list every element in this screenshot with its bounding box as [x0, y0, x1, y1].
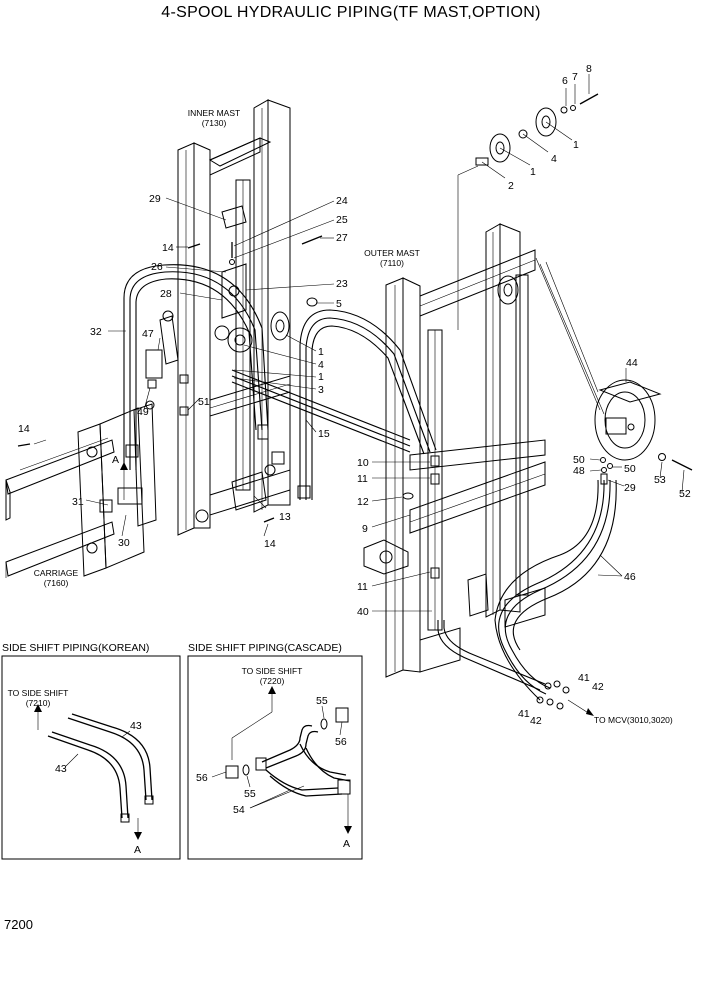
outer-mast-ref: (7110) — [380, 258, 404, 268]
page-number: 7200 — [4, 917, 33, 932]
to-side-shift-label: TO SIDE SHIFT — [8, 688, 69, 698]
part-32: 32 — [90, 326, 102, 338]
part-44: 44 — [626, 357, 638, 369]
part-40: 40 — [357, 606, 369, 618]
section-title-korean: SIDE SHIFT PIPING(KOREAN) — [2, 642, 149, 654]
part-29: 29 — [624, 482, 636, 494]
part-24: 24 — [336, 195, 348, 207]
part-47: 47 — [142, 328, 154, 340]
part-26: 26 — [151, 261, 163, 273]
part-1: 1 — [318, 371, 324, 383]
part-42: 42 — [592, 681, 604, 693]
section-title-cascade: SIDE SHIFT PIPING(CASCADE) — [188, 642, 342, 654]
part-14: 14 — [264, 538, 276, 550]
part-1: 1 — [573, 139, 579, 151]
part-46: 46 — [624, 571, 636, 583]
part-41: 41 — [518, 708, 530, 720]
carriage — [5, 310, 179, 578]
inset-cascade: SIDE SHIFT PIPING(CASCADE) TO SIDE SHIFT… — [187, 642, 363, 860]
part-30: 30 — [118, 537, 130, 549]
part-numbers: 8 6 7 1 4 1 2 29 24 25 27 14 26 23 28 5 … — [18, 63, 691, 727]
svg-text:A: A — [134, 844, 141, 856]
part-53: 53 — [654, 474, 666, 486]
diagram-title: 4-SPOOL HYDRAULIC PIPING(TF MAST,OPTION) — [161, 4, 540, 21]
part-50: 50 — [573, 454, 585, 466]
part-11: 11 — [357, 473, 368, 485]
part-9: 9 — [362, 523, 368, 535]
part-56: 56 — [335, 736, 347, 748]
part-55: 55 — [316, 695, 328, 707]
inner-mast-ref: (7130) — [202, 118, 227, 128]
part-15: 15 — [318, 428, 330, 440]
carriage-ref: (7160) — [44, 578, 69, 588]
part-29: 29 — [149, 193, 161, 205]
part-7: 7 — [572, 71, 578, 83]
part-50: 50 — [624, 463, 636, 475]
to-side-shift-label: TO SIDE SHIFT — [242, 666, 303, 676]
part-4: 4 — [318, 359, 324, 371]
part-23: 23 — [336, 278, 348, 290]
part-8: 8 — [586, 63, 592, 75]
view-a-marker: A — [112, 454, 128, 500]
part-14: 14 — [18, 423, 30, 435]
part-4: 4 — [551, 153, 557, 165]
svg-text:A: A — [112, 454, 119, 466]
part-31: 31 — [72, 496, 84, 508]
part-25: 25 — [336, 214, 348, 226]
part-12: 12 — [357, 496, 369, 508]
part-55: 55 — [244, 788, 256, 800]
mcv-fittings — [17, 243, 613, 716]
inner-mast-label: INNER MAST — [188, 108, 240, 118]
to-side-shift-ref: (7210) — [26, 698, 51, 708]
part-3: 3 — [318, 384, 324, 396]
outer-mast — [363, 223, 546, 678]
carriage-label: CARRIAGE — [34, 568, 79, 578]
part-43: 43 — [130, 720, 142, 732]
part-52: 52 — [679, 488, 691, 500]
part-13: 13 — [279, 511, 291, 523]
to-mcv-label: TO MCV(3010,3020) — [594, 715, 673, 725]
part-43: 43 — [55, 763, 67, 775]
part-14: 14 — [162, 242, 174, 254]
part-5: 5 — [336, 298, 342, 310]
part-28: 28 — [160, 288, 172, 300]
top-pulley-assembly — [475, 74, 599, 179]
part-51: 51 — [198, 396, 210, 408]
hydraulic-hoses — [123, 257, 617, 701]
part-27: 27 — [336, 232, 348, 244]
svg-text:A: A — [343, 838, 350, 850]
part-2: 2 — [508, 180, 514, 192]
to-side-shift-ref: (7220) — [260, 676, 285, 686]
tilt-cylinder — [594, 379, 693, 471]
part-1: 1 — [530, 166, 536, 178]
part-48: 48 — [573, 465, 585, 477]
part-6: 6 — [562, 75, 568, 87]
part-56: 56 — [196, 772, 208, 784]
callout-leaders — [33, 165, 685, 612]
main-view-labels: INNER MAST (7130) OUTER MAST (7110) CARR… — [34, 108, 673, 725]
inner-mast — [177, 99, 323, 536]
part-1: 1 — [318, 346, 324, 358]
part-49: 49 — [137, 406, 149, 418]
part-54: 54 — [233, 804, 245, 816]
part-42: 42 — [530, 715, 542, 727]
part-11: 11 — [357, 581, 368, 593]
part-41: 41 — [578, 672, 590, 684]
part-10: 10 — [357, 457, 369, 469]
outer-mast-label: OUTER MAST — [364, 248, 420, 258]
inset-korean: SIDE SHIFT PIPING(KOREAN) TO SIDE SHIFT … — [1, 642, 181, 860]
